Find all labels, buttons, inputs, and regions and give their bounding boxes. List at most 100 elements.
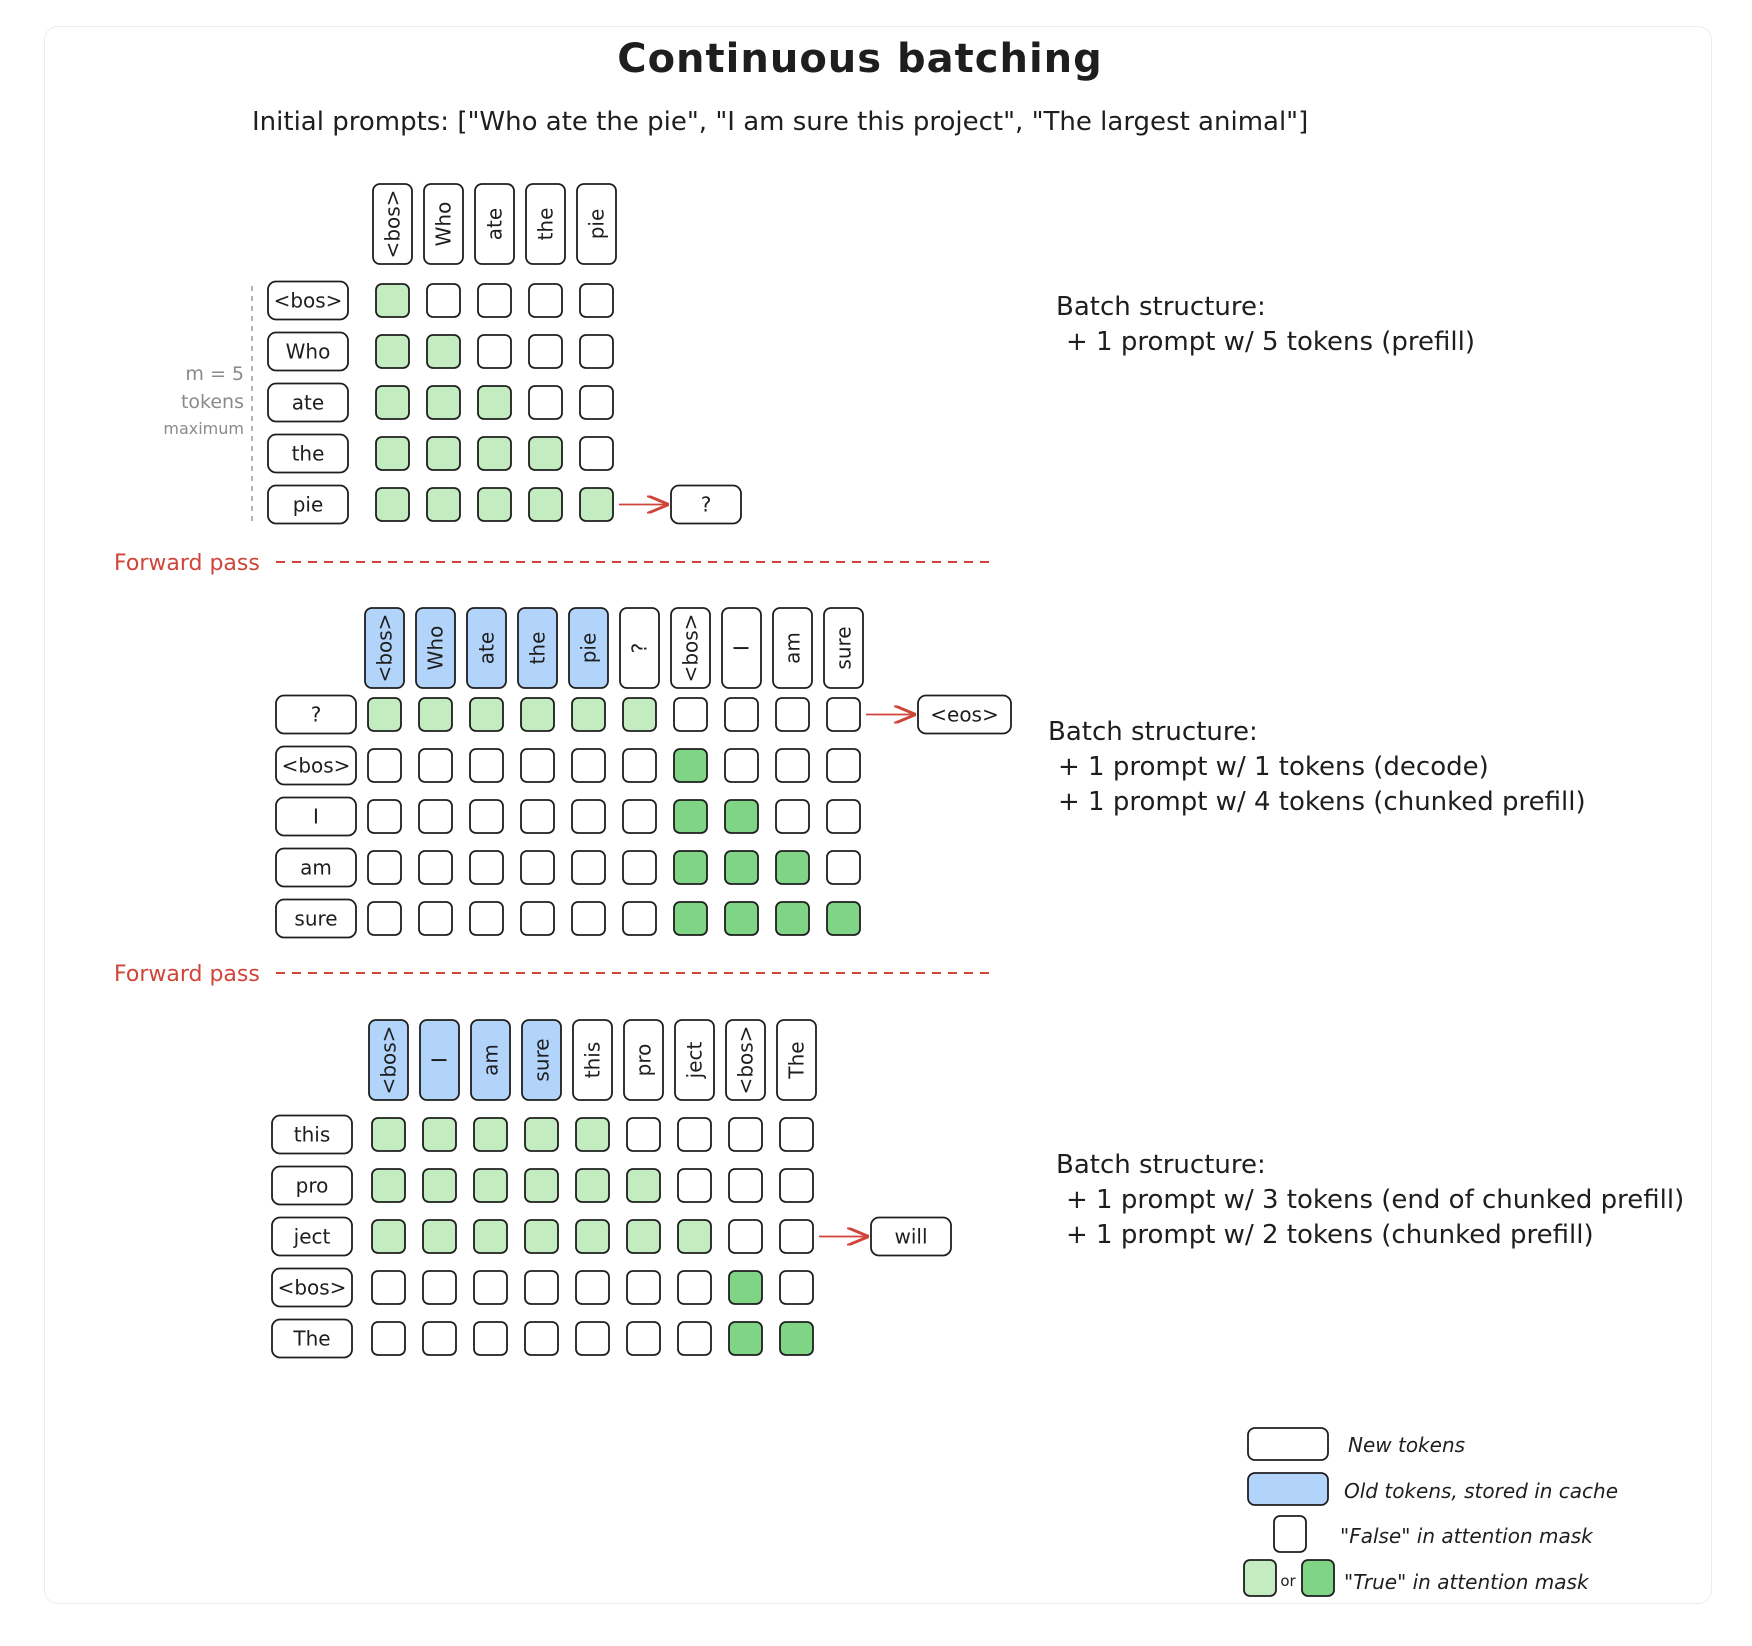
step3-mask-cell <box>728 1270 763 1305</box>
step2-mask-cell <box>775 748 810 783</box>
step1-mask-cell <box>477 334 512 369</box>
step3-column-token-box <box>368 1019 409 1101</box>
step3-mask-cell <box>422 1270 457 1305</box>
step3-column-token-box <box>470 1019 511 1101</box>
step3-mask-cell <box>728 1168 763 1203</box>
step1-mask-cell <box>579 334 614 369</box>
step3-mask-cell <box>575 1270 610 1305</box>
step2-column-token-box <box>466 607 507 689</box>
step2-column-token-box <box>670 607 711 689</box>
step2-row-token-box <box>275 796 357 837</box>
step2-mask-cell <box>724 901 759 936</box>
step1-mask-cell <box>426 385 461 420</box>
step2-column-token-box <box>823 607 864 689</box>
step3-row-token-label: <bos> <box>278 1276 347 1300</box>
step1-row-token-label: <bos> <box>274 289 343 313</box>
step1-column-token-label: the <box>534 208 558 241</box>
step3-mask-cell <box>524 1219 559 1254</box>
step2-column-token-label: am <box>781 632 805 664</box>
step2-mask-cell <box>826 748 861 783</box>
step2-mask-cell <box>520 850 555 885</box>
step1-mask-cell <box>375 283 410 318</box>
step2-mask-cell <box>724 748 759 783</box>
step2-mask-cell <box>724 850 759 885</box>
step3-mask-cell <box>524 1168 559 1203</box>
legend-true-dark-swatch <box>1301 1559 1335 1597</box>
step3-column-token-box <box>419 1019 460 1101</box>
step1-row-token-box <box>267 484 349 525</box>
step3-mask-cell <box>371 1219 406 1254</box>
step2-mask-cell <box>571 850 606 885</box>
step1-mask-cell <box>579 487 614 522</box>
step2-column-token-label: I <box>730 645 754 651</box>
step2-mask-cell <box>571 748 606 783</box>
step3-column-token-label: sure <box>530 1038 554 1081</box>
step2-row-token-label: I <box>313 805 319 829</box>
step3-mask-cell <box>371 1168 406 1203</box>
step2-column-token-box <box>721 607 762 689</box>
step3-batch-line: + 1 prompt w/ 2 tokens (chunked prefill) <box>1066 1220 1594 1250</box>
step3-mask-cell <box>779 1168 814 1203</box>
step3-column-token-box <box>572 1019 613 1101</box>
step3-mask-cell <box>626 1321 661 1356</box>
step1-column-token-box <box>525 183 566 265</box>
step3-column-token-label: this <box>581 1042 605 1079</box>
step3-mask-cell <box>626 1270 661 1305</box>
step2-mask-cell <box>826 901 861 936</box>
step1-mask-cell <box>528 487 563 522</box>
step3-mask-cell <box>524 1270 559 1305</box>
step2-mask-cell <box>775 850 810 885</box>
step2-column-token-label: ? <box>628 643 652 654</box>
step1-mask-cell <box>426 283 461 318</box>
step3-mask-cell <box>473 1117 508 1152</box>
step1-mask-cell <box>477 487 512 522</box>
step2-mask-cell <box>775 697 810 732</box>
forward-pass-label-1: Forward pass <box>114 551 260 576</box>
step2-column-token-box <box>568 607 609 689</box>
max-tokens-line3: maximum <box>163 419 244 438</box>
step2-mask-cell <box>367 850 402 885</box>
step3-row-token-box <box>271 1318 353 1359</box>
step3-mask-cell <box>779 1117 814 1152</box>
legend-new-token-swatch <box>1247 1427 1329 1461</box>
step1-row-token-box <box>267 280 349 321</box>
step2-mask-cell <box>724 799 759 834</box>
step2-column-token-label: sure <box>832 626 856 669</box>
step2-mask-cell <box>673 799 708 834</box>
step2-mask-cell <box>571 799 606 834</box>
step2-mask-cell <box>520 799 555 834</box>
step1-row-token-label: pie <box>293 493 324 517</box>
step2-mask-cell <box>469 799 504 834</box>
step3-mask-cell <box>422 1321 457 1356</box>
step2-mask-cell <box>622 850 657 885</box>
step1-mask-cell <box>477 385 512 420</box>
step2-column-token-box <box>517 607 558 689</box>
step2-column-token-label: <bos> <box>679 614 703 683</box>
step3-mask-cell <box>575 1117 610 1152</box>
legend-new-tokens: New tokens <box>1348 1433 1465 1457</box>
step2-column-token-label: pie <box>577 633 601 664</box>
step3-mask-cell <box>524 1321 559 1356</box>
step2-batch-line: + 1 prompt w/ 1 tokens (decode) <box>1058 752 1489 782</box>
step2-row-token-box <box>275 745 357 786</box>
step3-mask-cell <box>524 1117 559 1152</box>
legend-false: "False" in attention mask <box>1340 1524 1594 1548</box>
step1-mask-cell <box>528 283 563 318</box>
step2-row-token-box <box>275 694 357 735</box>
step1-mask-cell <box>375 334 410 369</box>
step3-output-token-label: will <box>894 1225 927 1249</box>
step2-mask-cell <box>520 697 555 732</box>
step3-column-token-box <box>776 1019 817 1101</box>
step3-mask-cell <box>779 1270 814 1305</box>
step3-row-token-box <box>271 1165 353 1206</box>
step2-mask-cell <box>418 850 453 885</box>
step3-column-token-label: I <box>428 1057 452 1063</box>
legend-true-light-swatch <box>1243 1559 1277 1597</box>
step3-mask-cell <box>422 1219 457 1254</box>
step2-mask-cell <box>418 697 453 732</box>
step1-output-token-label: ? <box>701 493 712 517</box>
step1-mask-cell <box>579 283 614 318</box>
step3-column-token-label: The <box>785 1041 809 1079</box>
step2-mask-cell <box>673 748 708 783</box>
step1-batch-line: + 1 prompt w/ 5 tokens (prefill) <box>1066 327 1475 357</box>
